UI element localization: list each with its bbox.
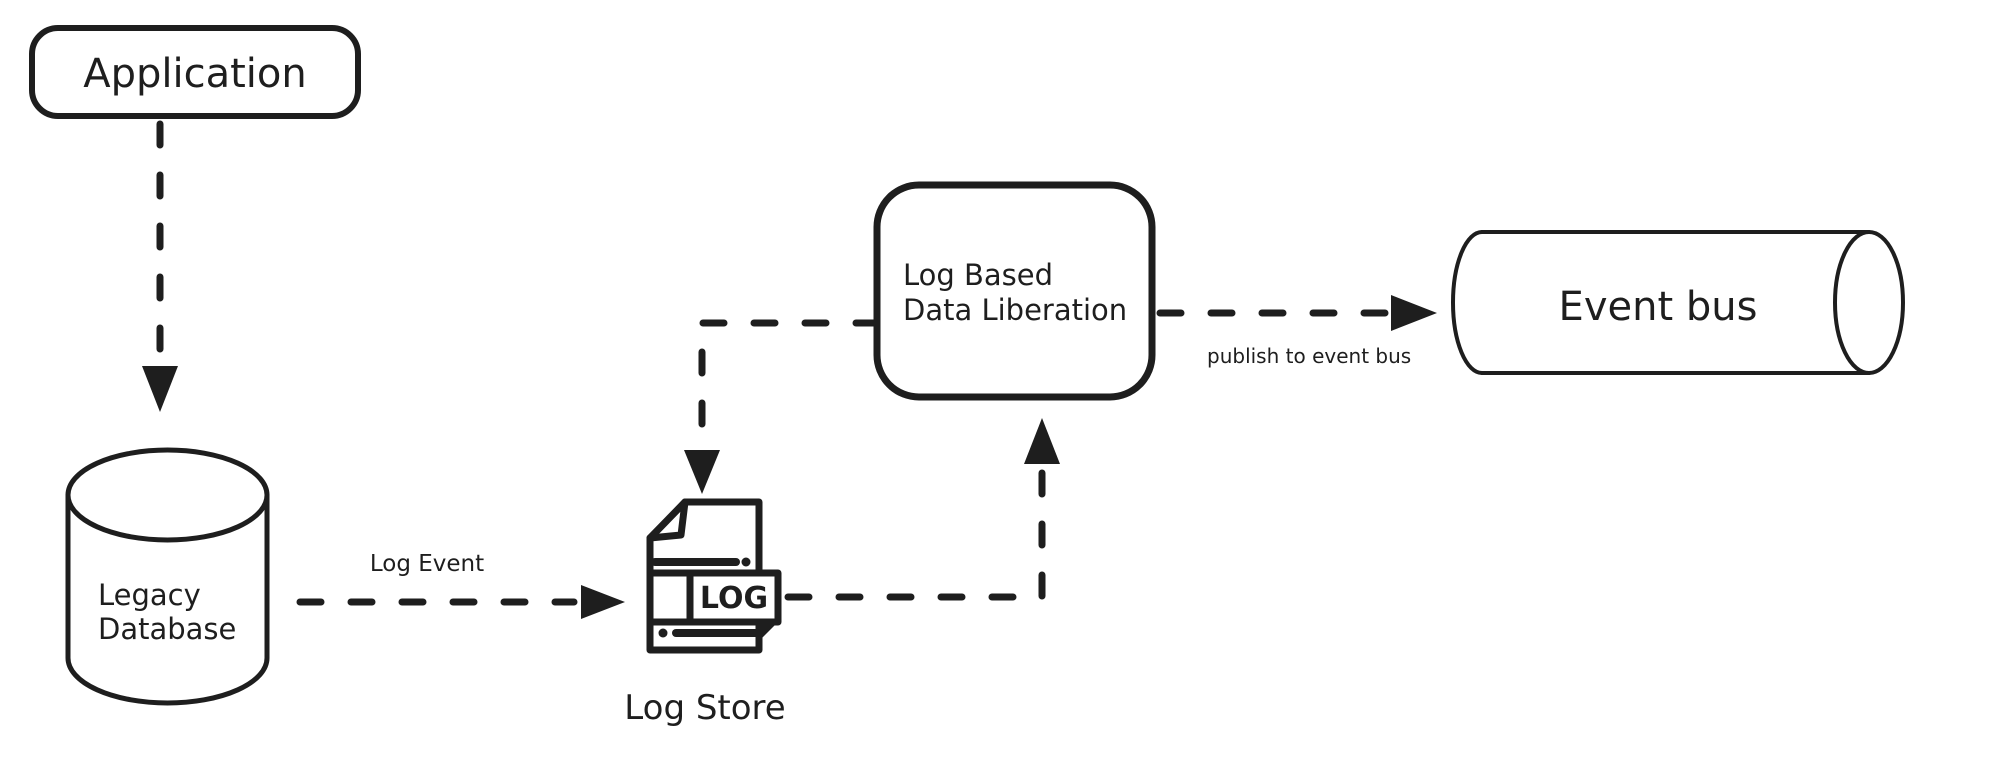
- log-file-icon: LOG: [646, 498, 782, 654]
- legacy-to-logstore-arrow: [296, 585, 625, 619]
- legacy-database-label-line1: Legacy: [98, 578, 201, 612]
- legacy-database-label-line2: Database: [98, 612, 237, 646]
- event-bus-cylinder: [1451, 230, 1905, 375]
- application-node: [29, 25, 361, 119]
- event-bus-label: Event bus: [1558, 284, 1758, 330]
- application-label: Application: [83, 51, 307, 97]
- liberation-label-line1: Log Based: [903, 258, 1054, 292]
- liberation-node: [873, 181, 1156, 401]
- legacy-database-cylinder: [65, 447, 270, 706]
- liberation-label-line2: Data Liberation: [903, 293, 1128, 327]
- liberation-to-logstore-arrow: [684, 319, 881, 494]
- app-to-legacy-arrow: [142, 120, 178, 412]
- publish-edge-label: publish to event bus: [1207, 344, 1412, 368]
- legacy-database-label: Legacy Database: [98, 578, 236, 646]
- liberation-to-eventbus-arrow: [1156, 295, 1437, 331]
- liberation-label: Log Based Data Liberation: [903, 258, 1127, 328]
- logstore-to-liberation-arrow: [784, 418, 1060, 601]
- log-store-label: Log Store: [624, 688, 786, 728]
- log-badge-text: LOG: [700, 581, 768, 616]
- log-event-edge-label: Log Event: [369, 551, 485, 577]
